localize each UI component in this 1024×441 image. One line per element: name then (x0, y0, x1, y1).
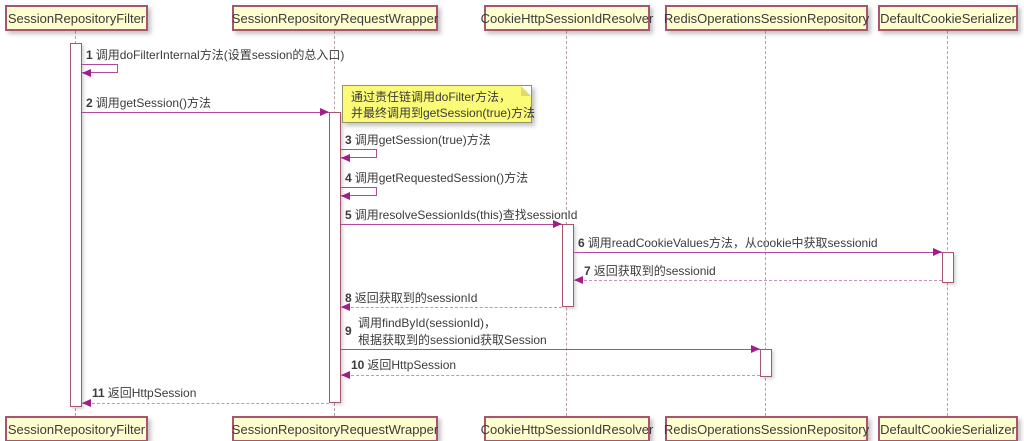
message-5-arrow-line (341, 224, 562, 225)
message-3-arrowhead (341, 154, 350, 162)
lifeline-redis-operations-session-repository (765, 31, 766, 416)
message-7-number: 7 (584, 264, 591, 278)
message-11-number: 11 (92, 386, 105, 400)
participant-label: RedisOperationsSessionRepository (663, 10, 870, 26)
lifeline-cookie-http-session-id-resolver (566, 31, 567, 416)
activation-resolver (562, 224, 574, 307)
message-1-arrowhead (82, 69, 91, 77)
message-9-number: 9 (345, 324, 352, 338)
message-1-text: 调用doFilterInternal方法(设置session的总入口) (95, 48, 345, 62)
message-1-self-arrow (82, 64, 118, 73)
participant-top-redis-operations-session-repository: RedisOperationsSessionRepository (663, 5, 870, 31)
participant-label: SessionRepositoryRequestWrapper (231, 421, 439, 437)
activation-filter (70, 43, 82, 407)
participant-bottom-redis-operations-session-repository: RedisOperationsSessionRepository (663, 416, 870, 441)
message-11-arrow-line (82, 403, 329, 404)
message-6-arrow-line (574, 252, 942, 253)
message-7-arrow-line (574, 280, 942, 281)
participant-label: CookieHttpSessionIdResolver (480, 421, 654, 437)
message-7-text: 返回获取到的sessionid (593, 264, 716, 278)
message-5-number: 5 (345, 208, 352, 222)
message-10-arrowhead (341, 371, 350, 379)
message-10-arrow-line (341, 375, 760, 376)
message-4-arrowhead (341, 192, 350, 200)
message-10-number: 10 (351, 358, 365, 372)
message-6-text: 调用readCookieValues方法，从cookie中获取sessionid (587, 236, 878, 250)
participant-label: SessionRepositoryFilter (7, 421, 146, 437)
message-8-text: 返回获取到的sessionId (354, 291, 478, 305)
message-5-arrowhead (553, 220, 562, 228)
message-2-arrow-line (82, 112, 329, 113)
message-10-text: 返回HttpSession (367, 358, 457, 372)
message-5-text: 调用resolveSessionIds(this)查找sessionId (354, 208, 578, 222)
activation-serializer (942, 252, 954, 283)
lifeline-default-cookie-serializer (947, 31, 948, 416)
message-9-text-line2: 根据获取到的sessionid获取Session (358, 333, 547, 347)
message-4-number: 4 (345, 171, 352, 185)
note-fold-icon (521, 86, 531, 96)
message-3-number: 3 (345, 133, 352, 147)
note: 通过责任链调用doFilter方法， 并最终调用到getSession(true… (342, 85, 536, 123)
participant-bottom-session-repository-request-wrapper: SessionRepositoryRequestWrapper (232, 416, 438, 441)
message-6-number: 6 (578, 236, 585, 250)
participant-top-cookie-http-session-id-resolver: CookieHttpSessionIdResolver (481, 5, 653, 31)
message-2-number: 2 (86, 96, 93, 110)
message-9-arrowhead (751, 345, 760, 353)
message-8-arrowhead (341, 303, 350, 311)
message-2-text: 调用getSession()方法 (95, 96, 212, 110)
participant-bottom-cookie-http-session-id-resolver: CookieHttpSessionIdResolver (481, 416, 653, 441)
participant-label: CookieHttpSessionIdResolver (480, 10, 654, 26)
participant-bottom-session-repository-filter: SessionRepositoryFilter (5, 416, 148, 441)
activation-repository (760, 349, 772, 377)
participant-top-session-repository-request-wrapper: SessionRepositoryRequestWrapper (232, 5, 438, 31)
message-3-self-arrow (341, 149, 377, 158)
note-line-1: 通过责任链调用doFilter方法， (351, 90, 512, 104)
message-11-text: 返回HttpSession (107, 386, 197, 400)
message-2-arrowhead (320, 108, 329, 116)
message-9-text-line1: 调用findById(sessionId)， (358, 316, 497, 330)
participant-label: DefaultCookieSerializer (880, 421, 1016, 437)
message-4-self-arrow (341, 187, 377, 196)
participant-top-session-repository-filter: SessionRepositoryFilter (5, 5, 148, 31)
message-8-number: 8 (345, 291, 352, 305)
participant-bottom-default-cookie-serializer: DefaultCookieSerializer (878, 416, 1018, 441)
message-3-text: 调用getSession(true)方法 (354, 133, 491, 147)
participant-top-default-cookie-serializer: DefaultCookieSerializer (878, 5, 1018, 31)
participant-label: SessionRepositoryRequestWrapper (231, 10, 439, 26)
participant-label: DefaultCookieSerializer (880, 10, 1016, 26)
message-6-arrowhead (933, 248, 942, 256)
message-4-text: 调用getRequestedSession()方法 (354, 171, 529, 185)
message-11-arrowhead (82, 399, 91, 407)
message-1-number: 1 (86, 48, 93, 62)
message-8-arrow-line (341, 307, 562, 308)
participant-label: RedisOperationsSessionRepository (663, 421, 870, 437)
activation-wrapper (329, 112, 341, 403)
message-7-arrowhead (574, 276, 583, 284)
note-line-2: 并最终调用到getSession(true)方法 (351, 106, 536, 120)
participant-label: SessionRepositoryFilter (7, 10, 146, 26)
message-9-arrow-line (341, 349, 760, 350)
